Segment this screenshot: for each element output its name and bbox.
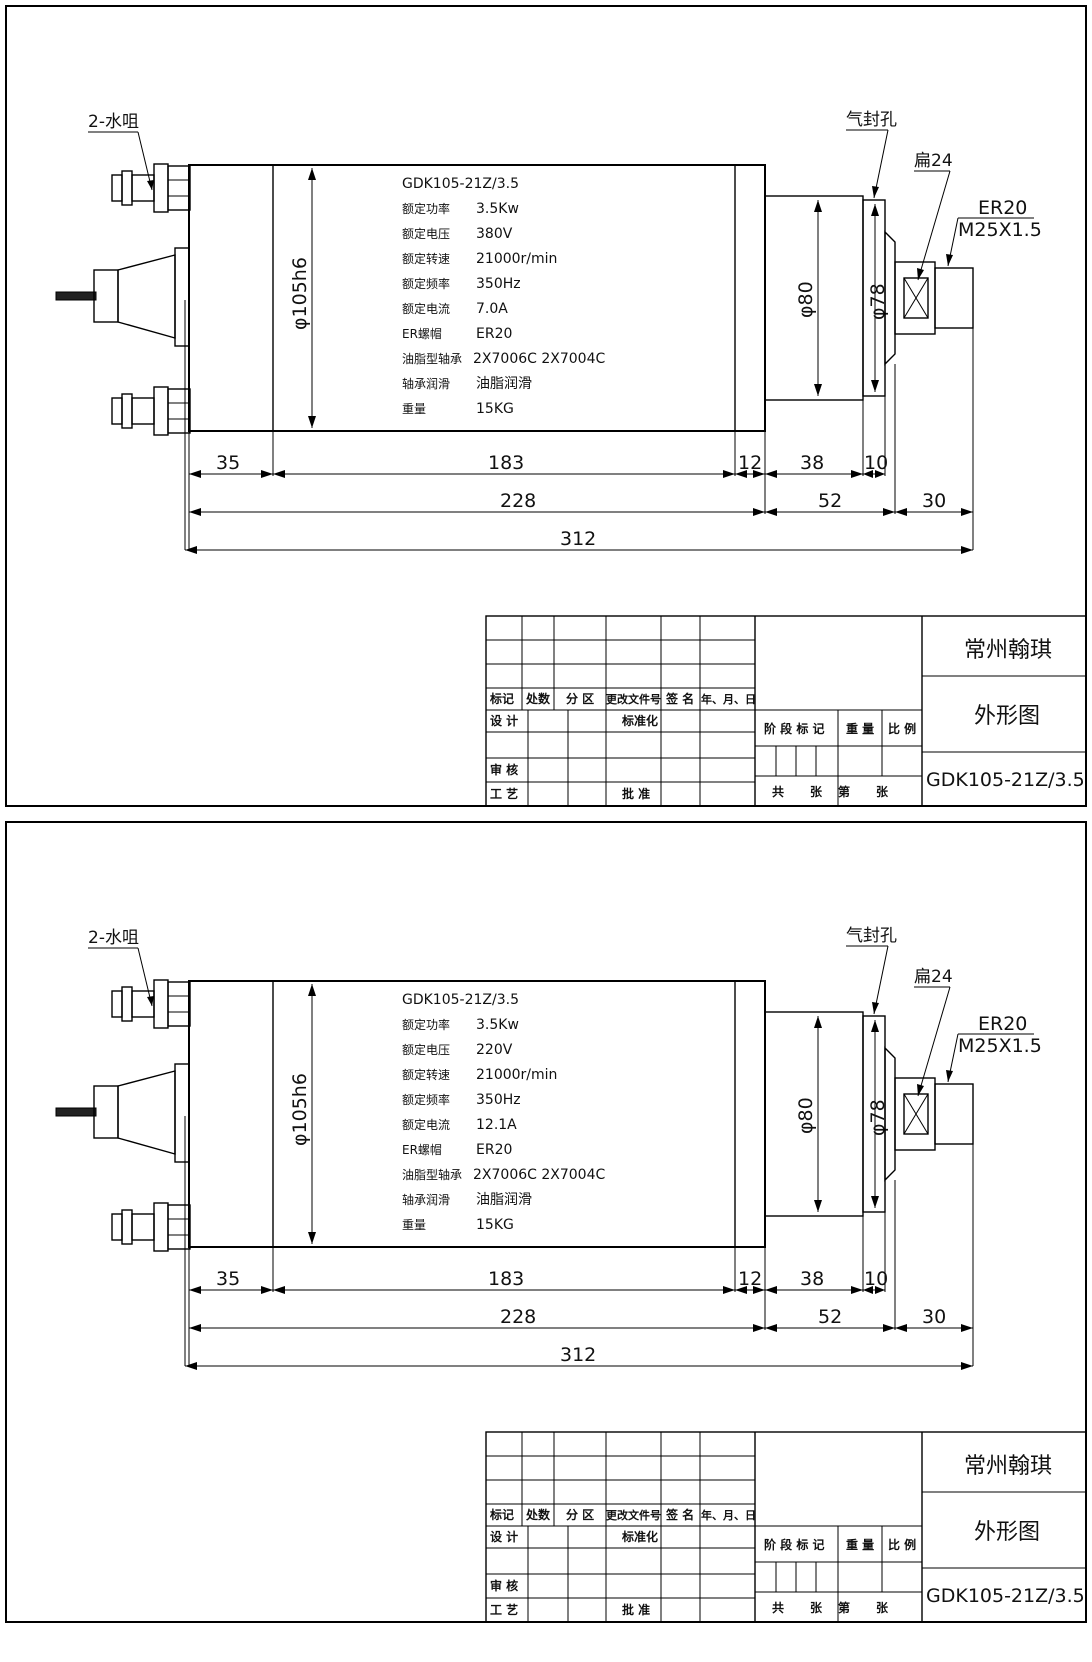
spec-key: 轴承润滑: [402, 1192, 450, 1207]
spec-value: 380V: [476, 226, 513, 242]
spec-key: 额定转速: [402, 251, 450, 266]
spec-value: 21000r/min: [476, 251, 557, 267]
spec-key: 额定转速: [402, 1067, 450, 1082]
spec-value: 2X7006C 2X7004C: [473, 1167, 605, 1183]
spec-value: 15KG: [476, 401, 514, 417]
spec-key: 额定频率: [402, 1092, 450, 1107]
spec-key: ER螺帽: [402, 1142, 442, 1157]
spec-value: ER20: [476, 326, 512, 342]
spec-value: 油脂润滑: [476, 1191, 532, 1208]
spec-value: 12.1A: [476, 1117, 517, 1133]
spec-key: 额定功率: [402, 201, 450, 216]
spec-key: 油脂型轴承: [402, 351, 462, 366]
spec-value: 220V: [476, 1042, 513, 1058]
spec-value: 7.0A: [476, 301, 508, 317]
spec-value: 15KG: [476, 1217, 514, 1233]
spec-value: 3.5Kw: [476, 201, 519, 217]
spec-key: 重量: [402, 1218, 426, 1232]
spec-key: 额定电压: [402, 226, 450, 241]
spec-value: ER20: [476, 1142, 512, 1158]
spec-key: 额定功率: [402, 1017, 450, 1032]
spec-value: 21000r/min: [476, 1067, 557, 1083]
spec-block-2: GDK105-21Z/3.5 额定功率 3.5Kw 额定电压 220V 额定转速 21000…: [402, 992, 605, 1233]
spec-value: 350Hz: [476, 276, 521, 292]
spec-value: 油脂润滑: [476, 375, 532, 392]
drawing-1: GDK105-21Z/3.5 额定功率 3.5Kw 额定电压 380V 额定转速 21000…: [5, 5, 1087, 807]
spec-key: 额定电流: [402, 301, 450, 316]
model-label: GDK105-21Z/3.5: [402, 992, 519, 1008]
spec-key: 额定频率: [402, 276, 450, 291]
spec-block-1: GDK105-21Z/3.5 额定功率 3.5Kw 额定电压 380V 额定转速 21000…: [402, 176, 605, 417]
spec-value: 2X7006C 2X7004C: [473, 351, 605, 367]
spec-value: 350Hz: [476, 1092, 521, 1108]
spec-value: 3.5Kw: [476, 1017, 519, 1033]
spec-key: ER螺帽: [402, 326, 442, 341]
spec-key: 油脂型轴承: [402, 1167, 462, 1182]
spec-key: 额定电流: [402, 1117, 450, 1132]
drawing-2: GDK105-21Z/3.5 额定功率 3.5Kw 额定电压 220V 额定转速 21000…: [5, 821, 1087, 1623]
model-label: GDK105-21Z/3.5: [402, 176, 519, 192]
spec-key: 重量: [402, 402, 426, 416]
spec-key: 额定电压: [402, 1042, 450, 1057]
spec-key: 轴承润滑: [402, 376, 450, 391]
